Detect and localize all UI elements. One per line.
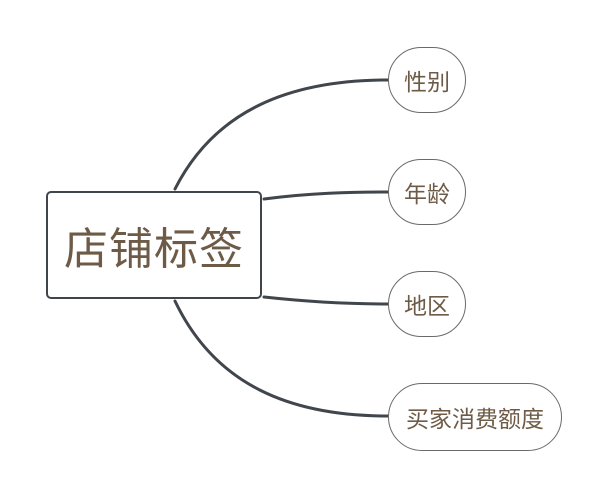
subtopic-gender[interactable]: 性别	[388, 47, 466, 113]
connector-root-to-age	[262, 190, 390, 201]
connector-root-to-region	[262, 295, 390, 306]
subtopic-label: 地区	[404, 294, 450, 320]
root-topic-store-tags[interactable]: 店铺标签	[46, 191, 262, 299]
root-topic-label: 店铺标签	[64, 224, 244, 275]
subtopic-label: 年龄	[404, 182, 450, 208]
subtopic-region[interactable]: 地区	[388, 271, 466, 337]
subtopic-label: 买家消费额度	[406, 407, 544, 433]
subtopic-buyer-spending-amount[interactable]: 买家消费额度	[388, 383, 562, 451]
connector-root-to-spending	[173, 299, 390, 418]
subtopic-label: 性别	[404, 70, 450, 96]
connector-root-to-gender	[173, 78, 390, 191]
subtopic-age[interactable]: 年龄	[388, 159, 466, 225]
